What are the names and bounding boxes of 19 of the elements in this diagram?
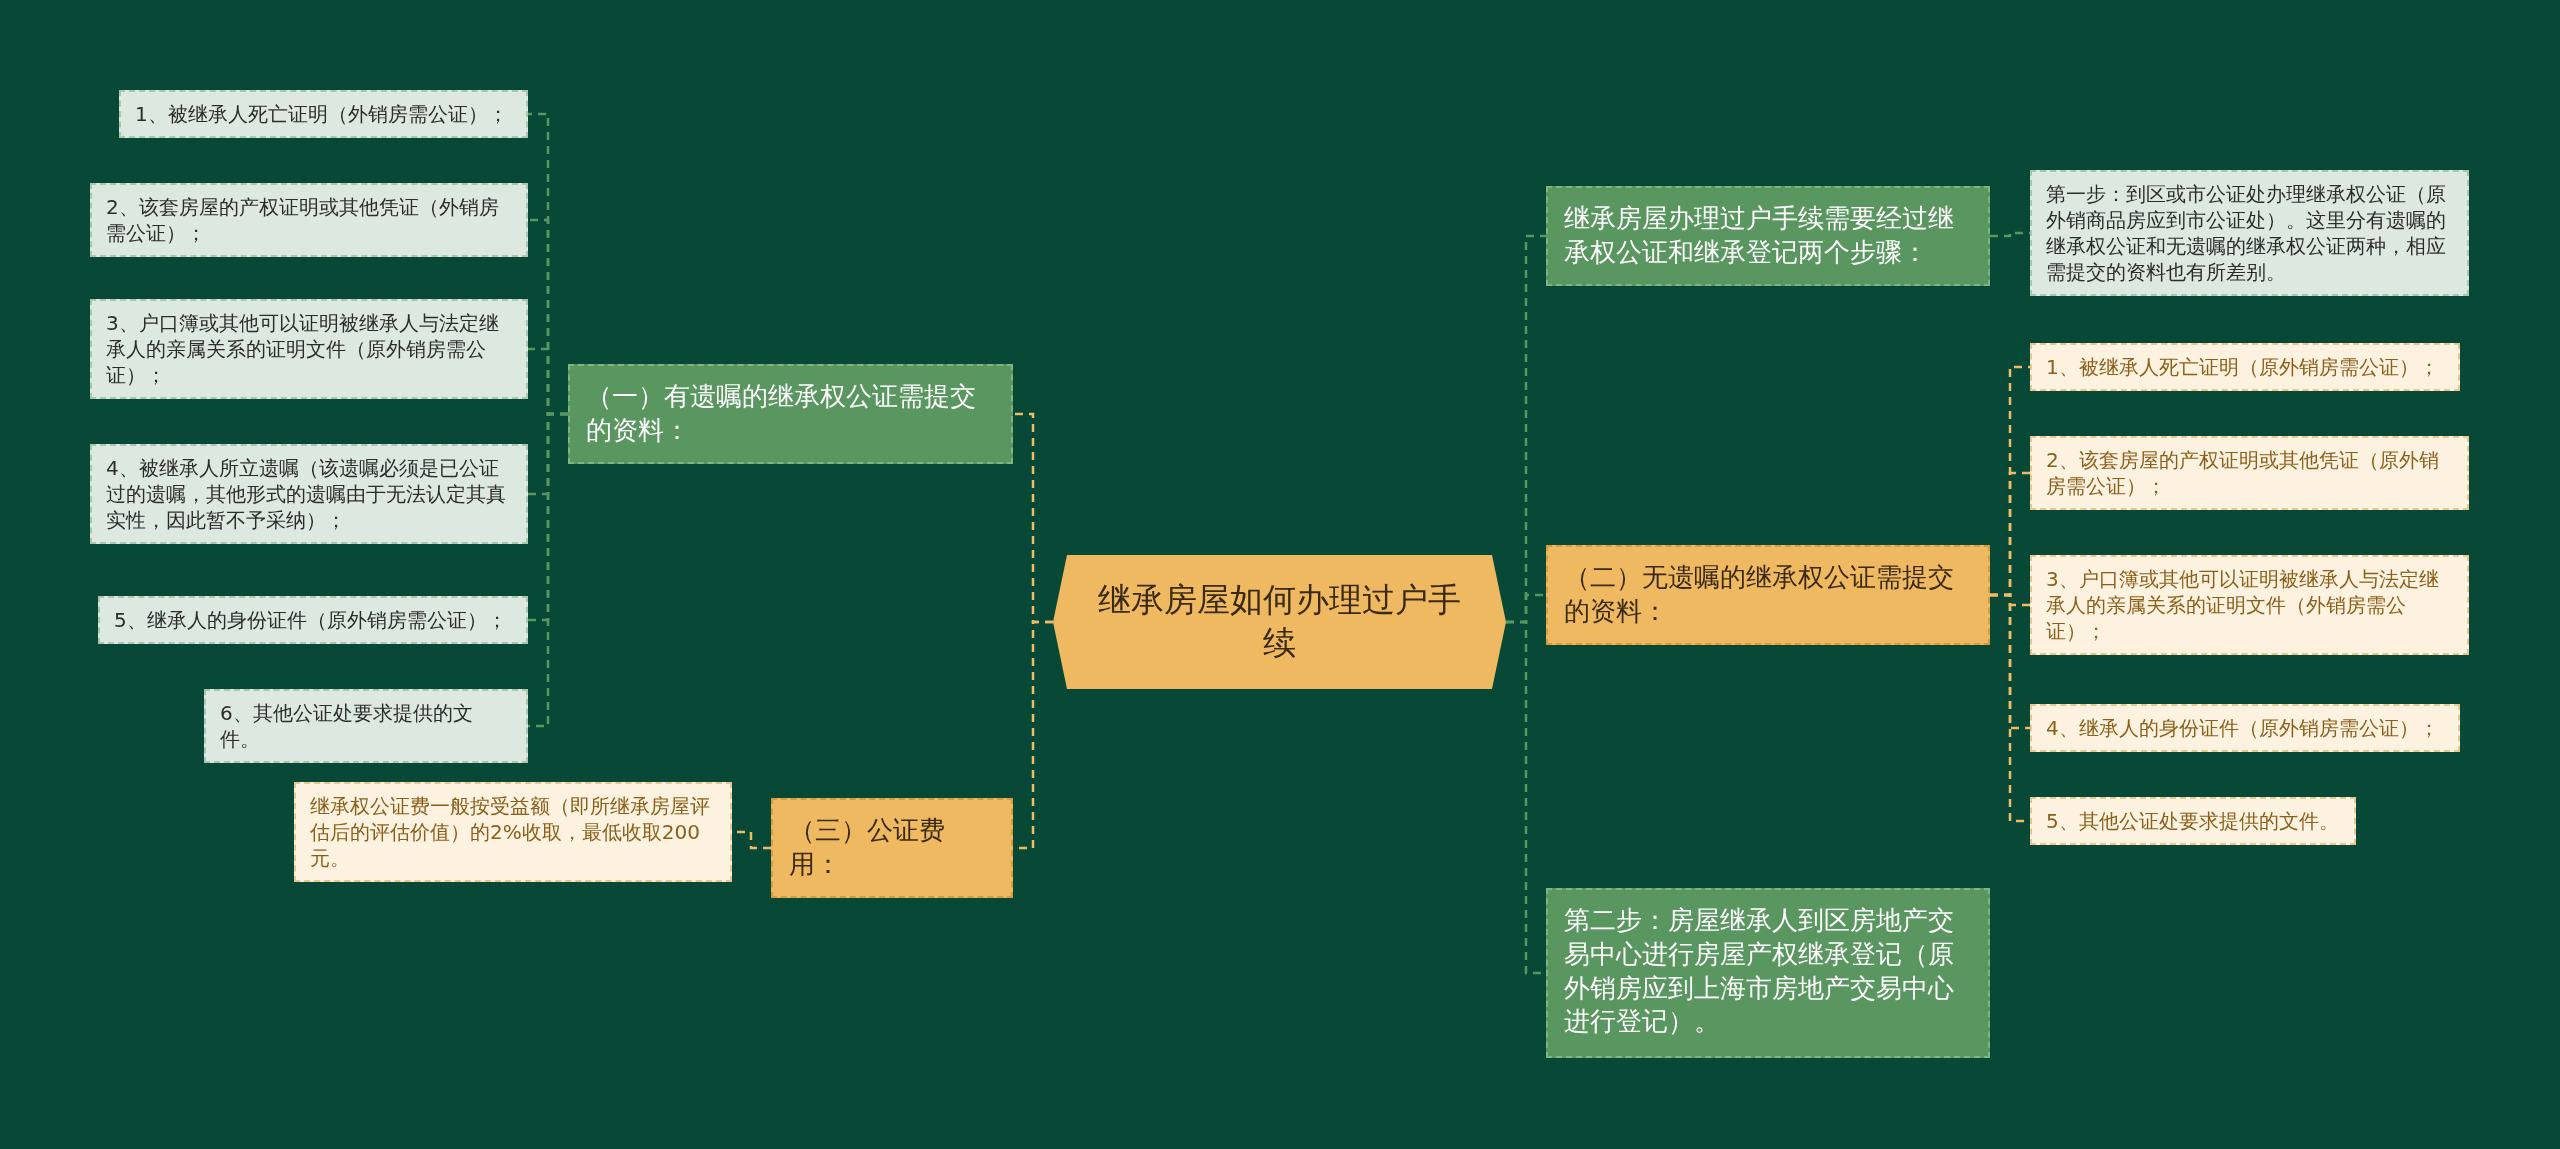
branch-box: （二）无遗嘱的继承权公证需提交的资料：: [1546, 545, 1990, 645]
item-box: 5、继承人的身份证件（原外销房需公证）；: [98, 596, 528, 644]
item-box: 4、继承人的身份证件（原外销房需公证）；: [2030, 704, 2460, 752]
item-box: 3、户口簿或其他可以证明被继承人与法定继承人的亲属关系的证明文件（原外销房需公证）；: [90, 299, 528, 399]
note-box: 继承权公证费一般按受益额（即所继承房屋评估后的评估价值）的2%收取，最低收取200元。: [294, 782, 732, 882]
item-box: 2、该套房屋的产权证明或其他凭证（原外销房需公证）；: [2030, 436, 2469, 510]
item-box: 1、被继承人死亡证明（原外销房需公证）；: [2030, 343, 2460, 391]
item-box: 1、被继承人死亡证明（外销房需公证）；: [119, 90, 528, 138]
item-box: 6、其他公证处要求提供的文件。: [204, 689, 528, 763]
branch-box: （一）有遗嘱的继承权公证需提交的资料：: [568, 364, 1013, 464]
item-box: 4、被继承人所立遗嘱（该遗嘱必须是已公证过的遗嘱，其他形式的遗嘱由于无法认定其真实性，因此暂不予采纳）；: [90, 444, 528, 544]
item-box: 5、其他公证处要求提供的文件。: [2030, 797, 2356, 845]
note-box: 第一步：到区或市公证处办理继承权公证（原外销商品房应到市公证处）。这里分有遗嘱的继承权公证和无遗嘱的继承权公证两种，相应需提交的资料也有所差别。: [2030, 170, 2469, 296]
branch-box: 继承房屋办理过户手续需要经过继承权公证和继承登记两个步骤：: [1546, 186, 1990, 286]
item-box: 3、户口簿或其他可以证明被继承人与法定继承人的亲属关系的证明文件（外销房需公证）；: [2030, 555, 2469, 655]
branch-box: （三）公证费用：: [771, 798, 1013, 898]
item-box: 2、该套房屋的产权证明或其他凭证（外销房需公证）；: [90, 183, 528, 257]
branch-box: 第二步：房屋继承人到区房地产交易中心进行房屋产权继承登记（原外销房应到上海市房地产交易中心进行登记）。: [1546, 888, 1990, 1058]
central-topic-hexagon: 继承房屋如何办理过户手续: [1053, 555, 1506, 689]
